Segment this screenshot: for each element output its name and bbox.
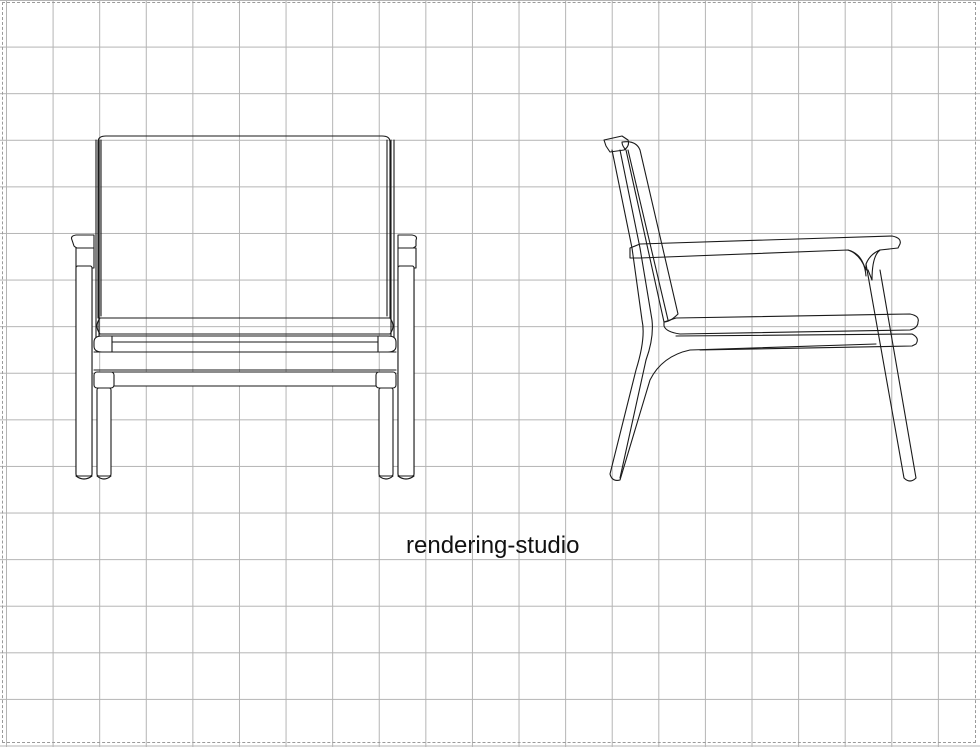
front-left-rear-leg (96, 387, 112, 477)
side-back-cap (603, 135, 630, 153)
front-backrest (97, 135, 391, 319)
side-backrest (621, 141, 679, 323)
front-seat-cushion (96, 317, 394, 335)
watermark-text: rendering-studio (406, 532, 580, 559)
front-right-back-post (390, 139, 395, 341)
side-back-post (611, 149, 641, 249)
side-armrest (629, 235, 901, 271)
side-front-leg (865, 263, 917, 482)
side-seat-cushion (663, 313, 919, 335)
front-right-rear-leg (378, 387, 394, 477)
front-left-back-post (95, 139, 100, 341)
side-rear-leg (609, 247, 877, 481)
